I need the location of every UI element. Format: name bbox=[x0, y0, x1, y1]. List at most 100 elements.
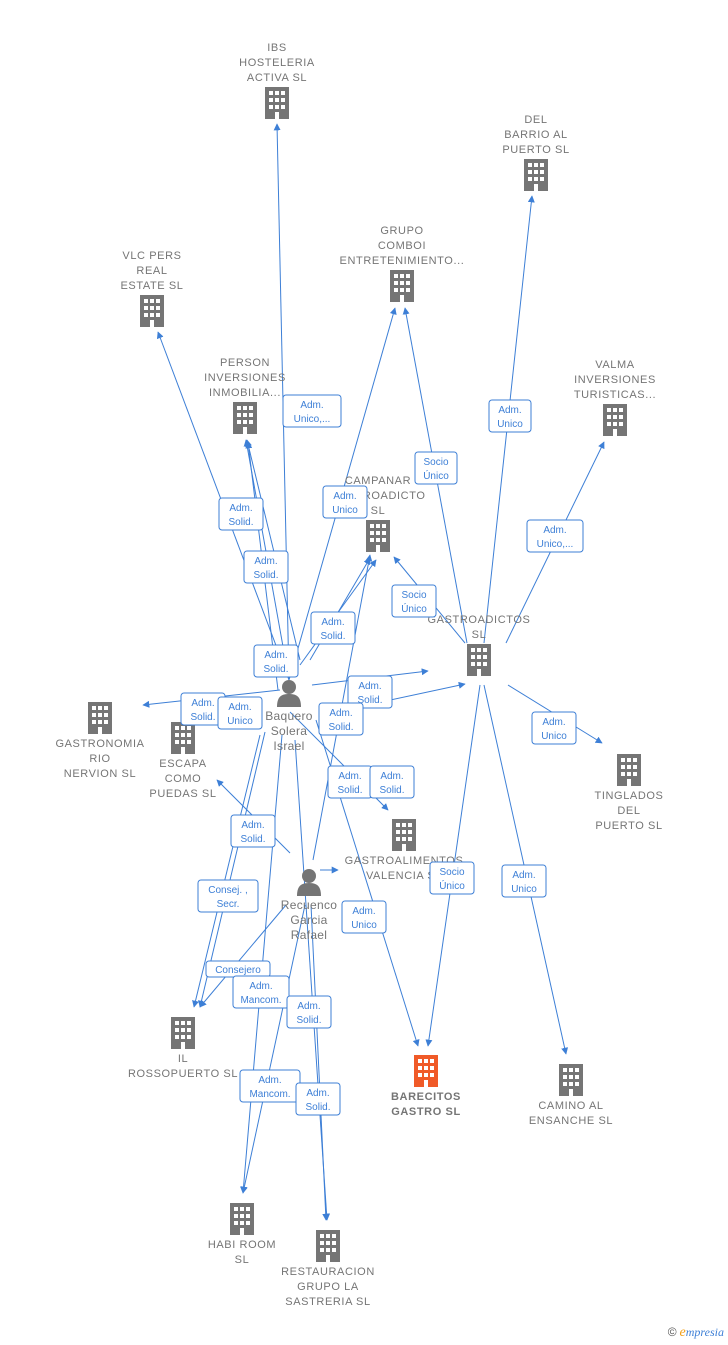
role-label-text: Solid. bbox=[263, 664, 288, 675]
role-label-box bbox=[414, 451, 458, 485]
role-label[interactable]: Adm.Solid. bbox=[295, 1082, 341, 1116]
node-label-line: ESTATE SL bbox=[120, 280, 183, 292]
role-label[interactable]: Adm. Unico bbox=[322, 485, 368, 519]
building-icon bbox=[140, 295, 164, 327]
role-label-box bbox=[217, 696, 263, 730]
role-label-text: Unico bbox=[332, 505, 358, 516]
role-label-box bbox=[501, 864, 547, 898]
role-label-text: Adm. bbox=[306, 1088, 329, 1099]
building-icon bbox=[390, 270, 414, 302]
company-node-grupocomboi[interactable]: GRUPOCOMBOIENTRETENIMIENTO... bbox=[340, 225, 465, 302]
role-label-text: Adm. bbox=[333, 491, 356, 502]
role-label-text: Adm. bbox=[358, 681, 381, 692]
role-label[interactable]: Consejero bbox=[205, 960, 271, 978]
role-label[interactable]: Adm. Solid. bbox=[369, 765, 415, 799]
company-node-person[interactable]: PERSONINVERSIONESINMOBILIA... bbox=[204, 357, 286, 434]
role-label-box bbox=[218, 497, 264, 531]
role-label[interactable]: Adm.Solid. bbox=[347, 675, 393, 709]
role-label-text: Secr. bbox=[217, 899, 240, 910]
building-icon bbox=[559, 1064, 583, 1096]
building-icon bbox=[524, 159, 548, 191]
role-label-box bbox=[531, 711, 577, 745]
role-label-text: Adm. bbox=[228, 702, 251, 713]
role-label[interactable]: Adm.Unico bbox=[341, 900, 387, 934]
building-icon bbox=[88, 702, 112, 734]
role-label[interactable]: Adm.Solid. bbox=[286, 995, 332, 1029]
role-label[interactable]: Adm.Solid. bbox=[218, 497, 264, 531]
node-label-line: HABI ROOM bbox=[208, 1239, 276, 1251]
node-label-line: VLC PERS bbox=[122, 250, 181, 262]
role-label-box bbox=[286, 995, 332, 1029]
node-label-line: Rafael bbox=[291, 928, 328, 942]
role-label-text: Socio bbox=[423, 457, 448, 468]
node-label-line: PERSON bbox=[220, 357, 270, 369]
node-label-line: INMOBILIA... bbox=[209, 387, 281, 399]
role-label[interactable]: Adm.Mancom. bbox=[239, 1069, 301, 1103]
company-node-valma[interactable]: VALMAINVERSIONESTURISTICAS... bbox=[574, 359, 656, 436]
node-label-line: DEL bbox=[524, 114, 547, 126]
building-icon bbox=[617, 754, 641, 786]
role-label-text: Socio bbox=[401, 590, 426, 601]
role-label-text: Solid. bbox=[337, 785, 362, 796]
empresia-brand[interactable]: ©empresia bbox=[668, 1325, 724, 1341]
node-label-line: Solera bbox=[271, 724, 308, 738]
role-label[interactable]: Adm.Unico bbox=[217, 696, 263, 730]
brand-name: mpresia bbox=[685, 1325, 724, 1339]
roles-layer: Adm.Unico,...Adm.Solid.Adm.UnicoSocioÚni… bbox=[180, 394, 584, 1116]
role-label[interactable]: Adm.Solid. bbox=[310, 611, 356, 645]
role-label[interactable]: Adm.Unico bbox=[488, 399, 532, 433]
node-label-line: ESCAPA bbox=[159, 758, 206, 770]
role-label-text: Adm. bbox=[380, 771, 403, 782]
node-label-line: SASTRERIA SL bbox=[285, 1296, 370, 1308]
node-label-line: GASTRO SL bbox=[391, 1106, 461, 1118]
relationship-edge bbox=[199, 904, 287, 1008]
node-label-line: COMBOI bbox=[378, 240, 426, 252]
relationship-edge bbox=[240, 904, 306, 1194]
node-label-line: Garcia bbox=[290, 913, 327, 927]
role-label-text: Solid. bbox=[379, 785, 404, 796]
role-label[interactable]: Adm.Solid. bbox=[253, 644, 299, 678]
node-label-line: TINGLADOS bbox=[595, 790, 664, 802]
role-label-text: Unico bbox=[497, 419, 523, 430]
role-label[interactable]: Consej. ,Secr. bbox=[197, 879, 259, 913]
role-label-text: Socio bbox=[439, 867, 464, 878]
role-label[interactable]: Adm.Solid. bbox=[327, 765, 373, 799]
role-label-text: Adm. bbox=[254, 556, 277, 567]
role-label-text: Unico,... bbox=[294, 414, 331, 425]
role-label-text: Solid. bbox=[296, 1015, 321, 1026]
node-label-line: GRUPO LA bbox=[297, 1281, 359, 1293]
role-label-text: Unico bbox=[351, 920, 377, 931]
node-label-line: COMO bbox=[165, 773, 202, 785]
role-label-text: Adm. bbox=[543, 525, 566, 536]
role-label[interactable]: Adm.Mancom. bbox=[232, 975, 290, 1009]
role-label[interactable]: Adm.Unico,... bbox=[282, 394, 342, 428]
node-label-line: VALENCIA SL bbox=[366, 870, 442, 882]
building-icon bbox=[366, 520, 390, 552]
role-label[interactable]: Adm.Solid. bbox=[318, 702, 364, 736]
role-label[interactable]: Adm.Unico bbox=[531, 711, 577, 745]
role-label[interactable]: Adm.Solid. bbox=[243, 550, 289, 584]
node-label-line: ACTIVA SL bbox=[247, 72, 307, 84]
role-label[interactable]: Adm.Unico,... bbox=[526, 519, 584, 553]
role-label[interactable]: Adm.Unico bbox=[501, 864, 547, 898]
building-icon bbox=[230, 1203, 254, 1235]
role-label[interactable]: Adm.Solid. bbox=[230, 814, 276, 848]
